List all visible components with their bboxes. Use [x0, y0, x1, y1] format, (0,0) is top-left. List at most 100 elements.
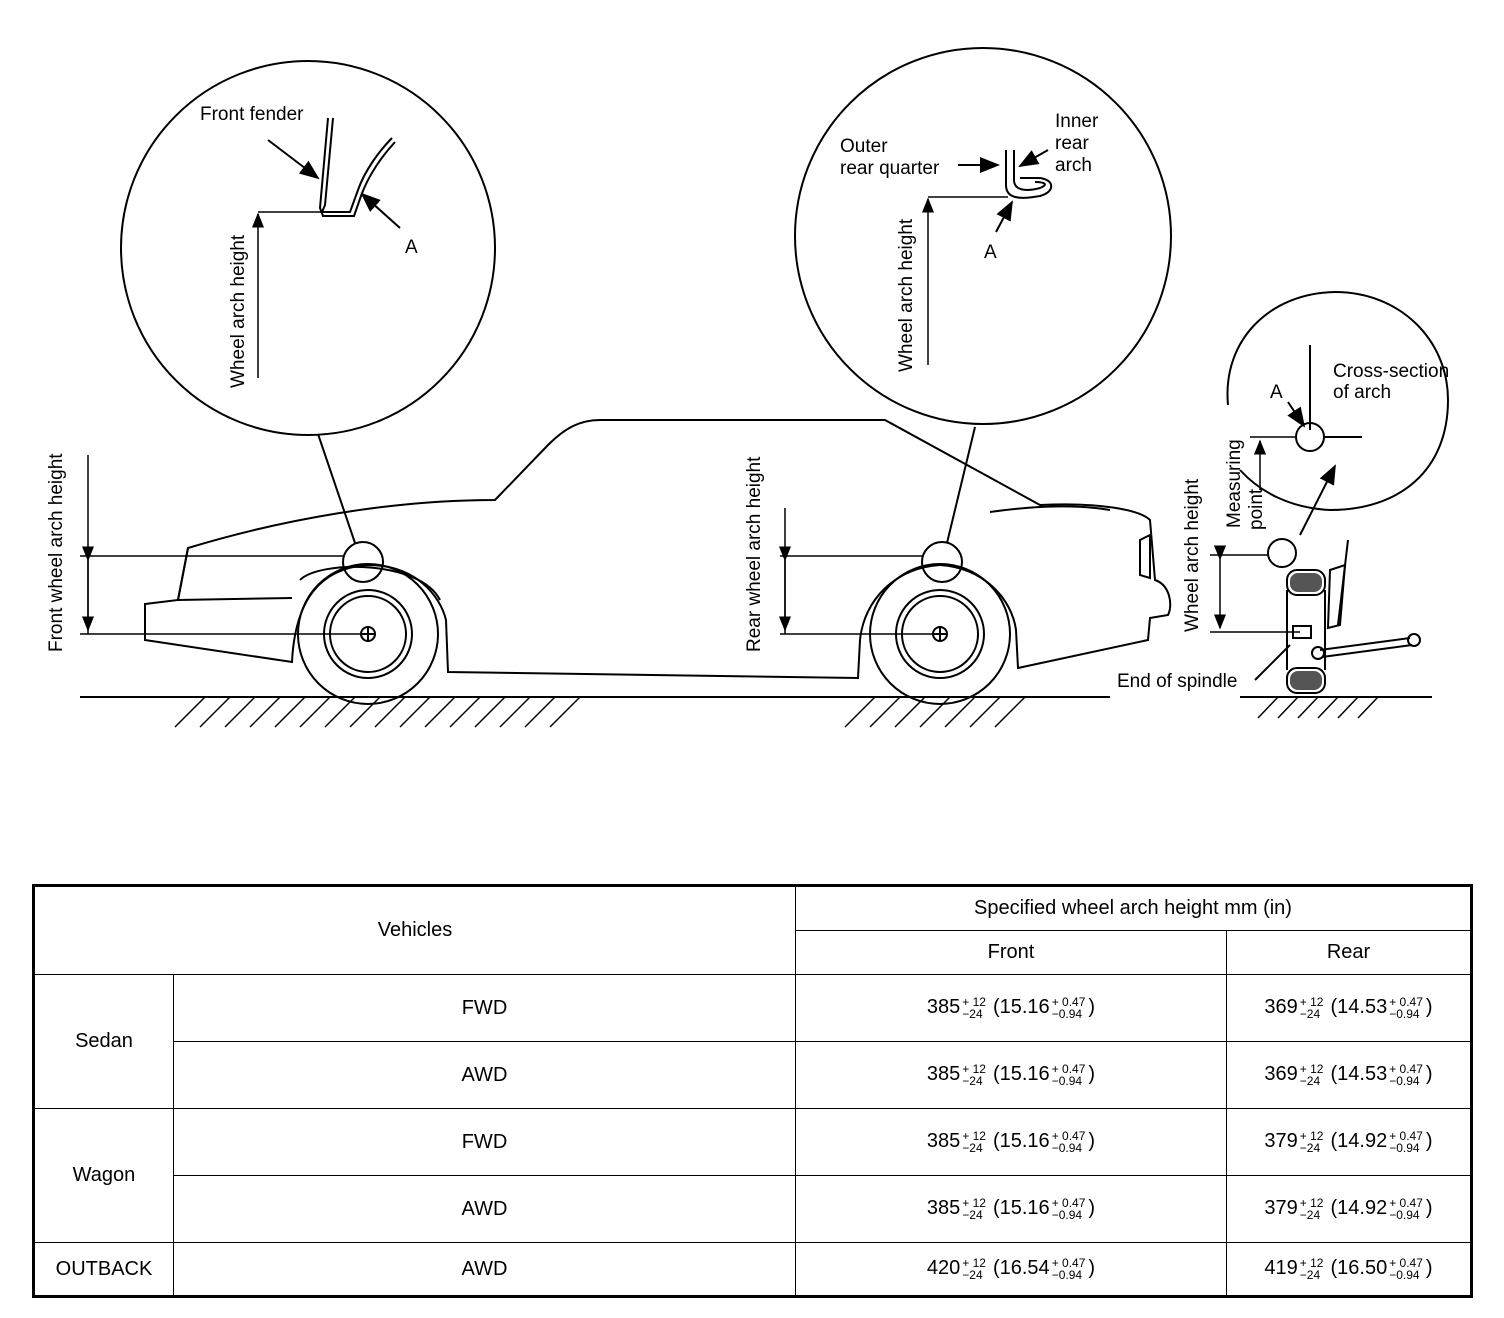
drive-type: AWD: [173, 1175, 796, 1243]
tolerance: + 12−24: [1300, 1257, 1324, 1281]
tolerance: + 12−24: [1300, 1063, 1324, 1087]
rear-wheel-arch-height-label: Rear wheel arch height: [744, 456, 765, 652]
cross-section-label-2: of arch: [1333, 382, 1391, 403]
tolerance-plus: + 12: [1299, 1062, 1324, 1076]
value-mm: 369: [1264, 1063, 1298, 1086]
rear-arch-section: [1005, 150, 1053, 199]
rear-value: 379+ 12−24(14.92+ 0.47−0.94): [1225, 1108, 1473, 1176]
vehicle-group: Wagon: [33, 1108, 174, 1243]
tolerance-plus: + 0.47: [1389, 1196, 1423, 1210]
rear-callout-circle: [794, 47, 1172, 425]
drive-type: AWD: [173, 1242, 796, 1297]
tolerance-plus: + 12: [1299, 1196, 1324, 1210]
value-in: (15.16: [992, 1130, 1050, 1153]
tolerance: + 0.47−0.94: [1389, 1063, 1423, 1087]
tolerance-plus: + 12: [1299, 995, 1324, 1009]
close-paren: ): [1088, 1257, 1096, 1280]
tolerance-plus: + 0.47: [1389, 1129, 1423, 1143]
tolerance: + 0.47−0.94: [1052, 1197, 1086, 1221]
tolerance: + 0.47−0.94: [1052, 1063, 1086, 1087]
value-mm: 385: [926, 1063, 961, 1086]
wheel-arch-diagram: Front fender A Wheel arch height Outer r…: [46, 47, 1449, 728]
close-paren: ): [1088, 1130, 1096, 1153]
tolerance-plus: + 12: [1299, 1129, 1324, 1143]
tolerance-minus: −0.94: [1051, 1208, 1083, 1222]
value-mm: 379: [1264, 1197, 1298, 1220]
value-mm: 379: [1264, 1130, 1298, 1153]
value-in: (15.16: [992, 1197, 1050, 1220]
tolerance-minus: −0.94: [1051, 1268, 1083, 1282]
tolerance: + 0.47−0.94: [1052, 996, 1086, 1020]
front-a-label: A: [405, 237, 418, 258]
value-mm: 420: [926, 1257, 961, 1280]
close-paren: ): [1088, 1197, 1096, 1220]
close-paren: ): [1425, 1130, 1433, 1153]
rear-light: [1139, 533, 1151, 580]
tolerance-minus: −24: [1299, 1074, 1321, 1088]
rear-inner-label-2: rear: [1055, 133, 1089, 154]
tolerance: + 12−24: [962, 1130, 986, 1154]
measuring-point-label-2: point: [1246, 488, 1267, 530]
tolerance-plus: + 0.47: [1051, 1196, 1086, 1210]
cross-section-label-1: Cross-section: [1333, 361, 1449, 382]
tolerance-minus: −24: [1299, 1208, 1321, 1222]
rear-callout-height-label: Wheel arch height: [896, 218, 917, 372]
rear-value: 419+ 12−24(16.50+ 0.47−0.94): [1225, 1242, 1473, 1297]
close-paren: ): [1088, 1063, 1096, 1086]
front-wheel-arch-height-label: Front wheel arch height: [46, 453, 67, 652]
rear-a-label: A: [984, 242, 997, 263]
value-in: (15.16: [992, 996, 1050, 1019]
close-paren: ): [1088, 996, 1096, 1019]
side-a-label: A: [1270, 382, 1283, 403]
rear-value: 369+ 12−24(14.53+ 0.47−0.94): [1225, 1041, 1473, 1109]
tolerance-plus: + 0.47: [1051, 995, 1086, 1009]
value-in: (14.92: [1330, 1130, 1388, 1153]
value-mm: 385: [926, 1130, 961, 1153]
tolerance: + 12−24: [962, 996, 986, 1020]
tolerance-minus: −24: [1299, 1268, 1321, 1282]
tolerance: + 0.47−0.94: [1389, 1257, 1423, 1281]
tolerance-minus: −24: [1299, 1007, 1321, 1021]
tolerance: + 0.47−0.94: [1389, 996, 1423, 1020]
measuring-point: [1267, 538, 1297, 568]
tolerance: + 12−24: [962, 1063, 986, 1087]
side-tire-bottom: [1286, 667, 1326, 694]
tolerance: + 12−24: [1300, 1197, 1324, 1221]
front-fender-label: Front fender: [200, 104, 304, 125]
vehicles-header: Vehicles: [33, 885, 796, 975]
value-in: (15.16: [992, 1063, 1050, 1086]
tolerance-minus: −24: [962, 1007, 983, 1021]
front-fender-section: [320, 117, 393, 213]
tolerance-plus: + 0.47: [1051, 1129, 1086, 1143]
tolerance-minus: −0.94: [1051, 1141, 1083, 1155]
tolerance: + 12−24: [962, 1197, 986, 1221]
value-in: (16.50: [1330, 1257, 1388, 1280]
side-tire-top: [1286, 569, 1326, 596]
tolerance-minus: −0.94: [1389, 1268, 1420, 1282]
rear-value: 369+ 12−24(14.53+ 0.47−0.94): [1225, 974, 1473, 1042]
rear-outer-label-2: rear quarter: [840, 158, 940, 179]
close-paren: ): [1425, 996, 1433, 1019]
front-value: 385+ 12−24 (15.16+ 0.47−0.94): [794, 1041, 1227, 1109]
tolerance-minus: −0.94: [1389, 1141, 1420, 1155]
tolerance-minus: −24: [962, 1074, 983, 1088]
value-in: (14.92: [1330, 1197, 1388, 1220]
tolerance-minus: −24: [962, 1268, 983, 1282]
drive-type: FWD: [173, 1108, 796, 1176]
tolerance: + 0.47−0.94: [1389, 1130, 1423, 1154]
measuring-point-label-1: Measuring: [1224, 439, 1245, 528]
tolerance-plus: + 0.47: [1389, 1062, 1423, 1076]
tolerance-plus: + 0.47: [1051, 1062, 1086, 1076]
value-in: (14.53: [1330, 1063, 1388, 1086]
tolerance-plus: + 12: [962, 1129, 986, 1143]
tolerance: + 0.47−0.94: [1052, 1257, 1086, 1281]
car-fender-line: [177, 597, 293, 601]
spindle-end: [1292, 625, 1312, 639]
tolerance: + 0.47−0.94: [1389, 1197, 1423, 1221]
value-mm: 419: [1264, 1257, 1298, 1280]
